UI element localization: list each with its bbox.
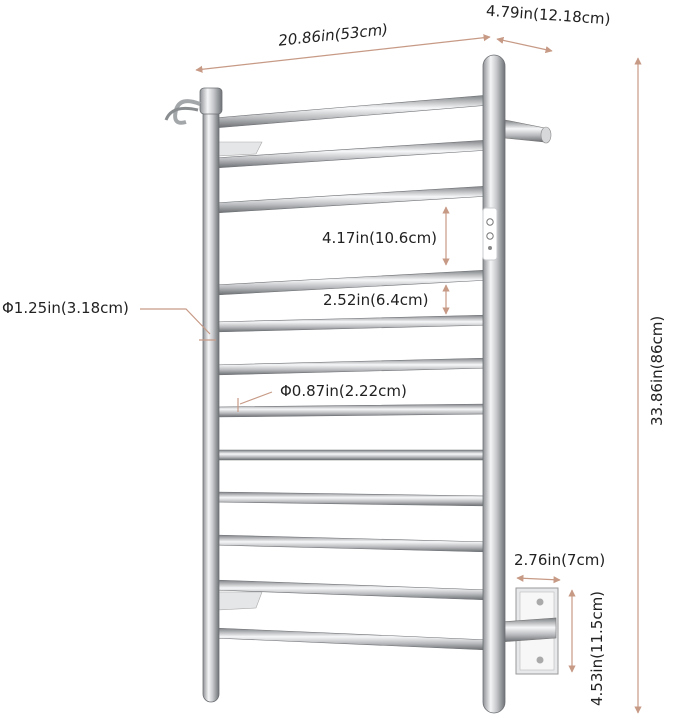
towel-bar <box>213 403 491 418</box>
towel-bar <box>213 449 491 461</box>
indicator-light-icon <box>488 246 492 250</box>
frame-diameter-leader <box>140 308 211 335</box>
height-label: 33.86in(86cm) <box>648 315 666 426</box>
bar-spacing-small-label: 2.52in(6.4cm) <box>323 291 429 309</box>
bracket-depth-label: 2.76in(7cm) <box>514 551 606 569</box>
towel-bar <box>213 534 491 553</box>
upper-shelf-plate <box>215 141 263 157</box>
control-panel <box>482 207 498 261</box>
lower-wall-bracket <box>499 587 559 675</box>
towel-bars <box>210 94 491 651</box>
left-post-cap <box>199 87 223 115</box>
lower-shelf-plate <box>215 591 263 611</box>
hook-icon <box>173 99 201 125</box>
power-button-icon <box>486 218 494 226</box>
bar-spacing-large-label: 4.17in(10.6cm) <box>322 229 438 247</box>
bracket-depth-line <box>516 574 561 584</box>
bracket-height-label: 4.53in(11.5cm) <box>588 590 606 706</box>
towel-bar <box>213 491 491 507</box>
mode-button-icon <box>486 232 494 240</box>
bar-diameter-label: Φ0.87in(2.22cm) <box>280 382 407 400</box>
right-post <box>482 54 506 714</box>
bar-diameter-leader <box>239 391 273 405</box>
towel-bar <box>213 94 491 129</box>
towel-bar <box>213 357 491 376</box>
towel-bar <box>213 627 491 651</box>
dimension-lines <box>140 34 642 714</box>
towel-bar <box>213 314 491 333</box>
upper-wall-bracket <box>504 119 552 144</box>
hook-arm-icon <box>164 106 199 121</box>
depth-dimension-line <box>496 36 553 54</box>
towel-bar <box>213 185 491 214</box>
width-dimension-line <box>195 34 491 73</box>
frame-diameter-label: Φ1.25in(3.18cm) <box>2 299 129 317</box>
left-post <box>202 89 220 703</box>
